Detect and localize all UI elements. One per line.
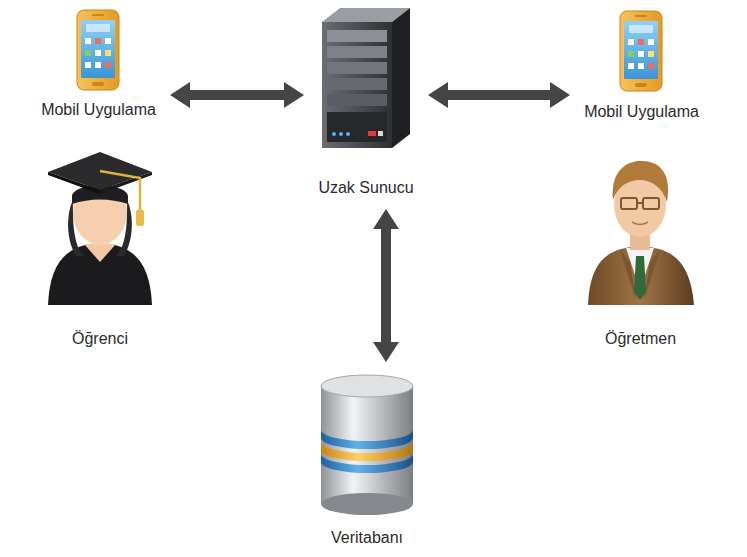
server-node: Uzak Sunucu (314, 5, 418, 199)
double-arrow (373, 209, 399, 362)
phone-icon (620, 11, 662, 91)
node-label: Mobil Uygulama (584, 102, 699, 121)
node-label: Veritabanı (331, 528, 403, 547)
node-label: Mobil Uygulama (41, 100, 156, 119)
server-icon (322, 8, 410, 148)
database-icon (321, 375, 413, 515)
app-node: Mobil Uygulama (580, 8, 703, 123)
role-label: Öğretmen (605, 329, 676, 348)
database-node: Veritabanı (316, 372, 418, 549)
teacher-figure (588, 161, 694, 305)
node-label: Uzak Sunucu (318, 178, 413, 197)
double-arrow (170, 82, 304, 108)
app-node: Mobil Uygulama (37, 8, 160, 121)
role-label: Öğrenci (72, 329, 128, 348)
double-arrow (428, 82, 570, 108)
student-figure (48, 152, 152, 305)
phone-icon (77, 10, 119, 90)
